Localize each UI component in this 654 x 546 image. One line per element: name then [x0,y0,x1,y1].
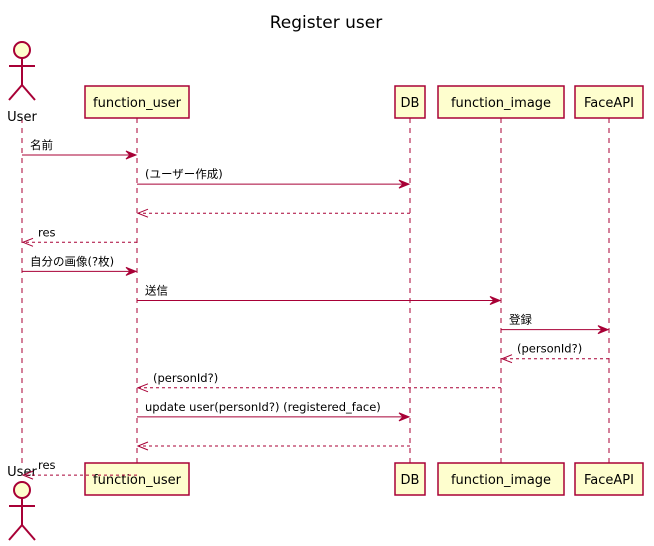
participant-function_image-top: function_image [437,85,565,119]
message-10: update user(personId?) (registered_face) [137,400,411,422]
actor-user-top: User [7,41,37,125]
message-11 [136,441,410,451]
message-6: 送信 [137,284,502,305]
participant-label-db: DB [401,473,420,488]
participant-box [84,462,190,496]
participant-function_user-bottom: function_user [84,462,190,496]
message-label: update user(personId?) (registered_face) [145,400,381,414]
message-7: 登録 [501,313,610,335]
arrowhead-filled [489,296,502,305]
message-3 [136,208,410,218]
message-2: (ユーザー作成) [137,167,411,189]
message-label: res [38,458,56,472]
participant-label-function_image: function_image [451,96,551,111]
participant-box [394,462,426,496]
message-label: res [38,225,56,239]
participant-label-function_image: function_image [451,473,551,488]
lifelines [21,118,610,463]
actor-head [13,41,31,59]
message-9: (personId?) [136,371,501,393]
actor-label-user: User [7,110,37,125]
arrowhead-filled [125,266,138,276]
diagram-title: Register user [270,13,382,33]
message-label: 登録 [509,313,532,327]
arrowhead-filled [398,179,411,189]
message-label: (personId?) [153,371,218,385]
actor-user-bottom: User [7,465,37,541]
arrowhead-open [500,354,513,364]
participant-box [437,462,565,496]
arrowhead-filled [125,150,138,160]
participant-faceapi-top: FaceAPI [574,85,644,119]
participant-db-bottom: DB [394,462,426,496]
message-4: res [21,225,137,247]
arrowhead-filled [597,325,610,335]
message-label: (personId?) [517,342,582,356]
message-label: 送信 [145,284,168,298]
participant-db-top: DB [394,85,426,119]
arrowhead-open [136,208,149,218]
message-label: (ユーザー作成) [145,167,223,181]
arrowhead-filled [398,412,411,422]
actor-leg-right [21,524,36,541]
message-1: 名前 [22,138,138,160]
participant-box [84,85,190,119]
participant-function_image-bottom: function_image [437,462,565,496]
arrowhead-open [136,383,149,393]
participants: UserUserfunction_userfunction_userDBDBfu… [7,41,644,541]
participant-box [574,85,644,119]
actor-leg-right [21,84,36,101]
participant-function_user-top: function_user [84,85,190,119]
participant-label-faceapi: FaceAPI [584,473,634,488]
message-label: 名前 [30,138,53,152]
participant-box [394,85,426,119]
participant-label-db: DB [401,96,420,111]
message-12: res [21,458,137,480]
participant-faceapi-bottom: FaceAPI [574,462,644,496]
actor-leg-left [8,524,23,541]
participant-label-function_user: function_user [93,473,182,488]
arrowhead-open [136,441,149,451]
participant-label-faceapi: FaceAPI [584,96,634,111]
actor-label-user: User [7,465,37,480]
participant-box [574,462,644,496]
message-label: 自分の画像(?枚) [30,254,114,268]
message-5: 自分の画像(?枚) [22,254,138,276]
message-8: (personId?) [500,342,609,364]
participant-box [437,85,565,119]
actor-head [13,481,31,499]
actor-leg-left [8,84,23,101]
arrowhead-open [21,237,34,247]
participant-label-function_user: function_user [93,96,182,111]
arrowhead-open [21,470,34,480]
